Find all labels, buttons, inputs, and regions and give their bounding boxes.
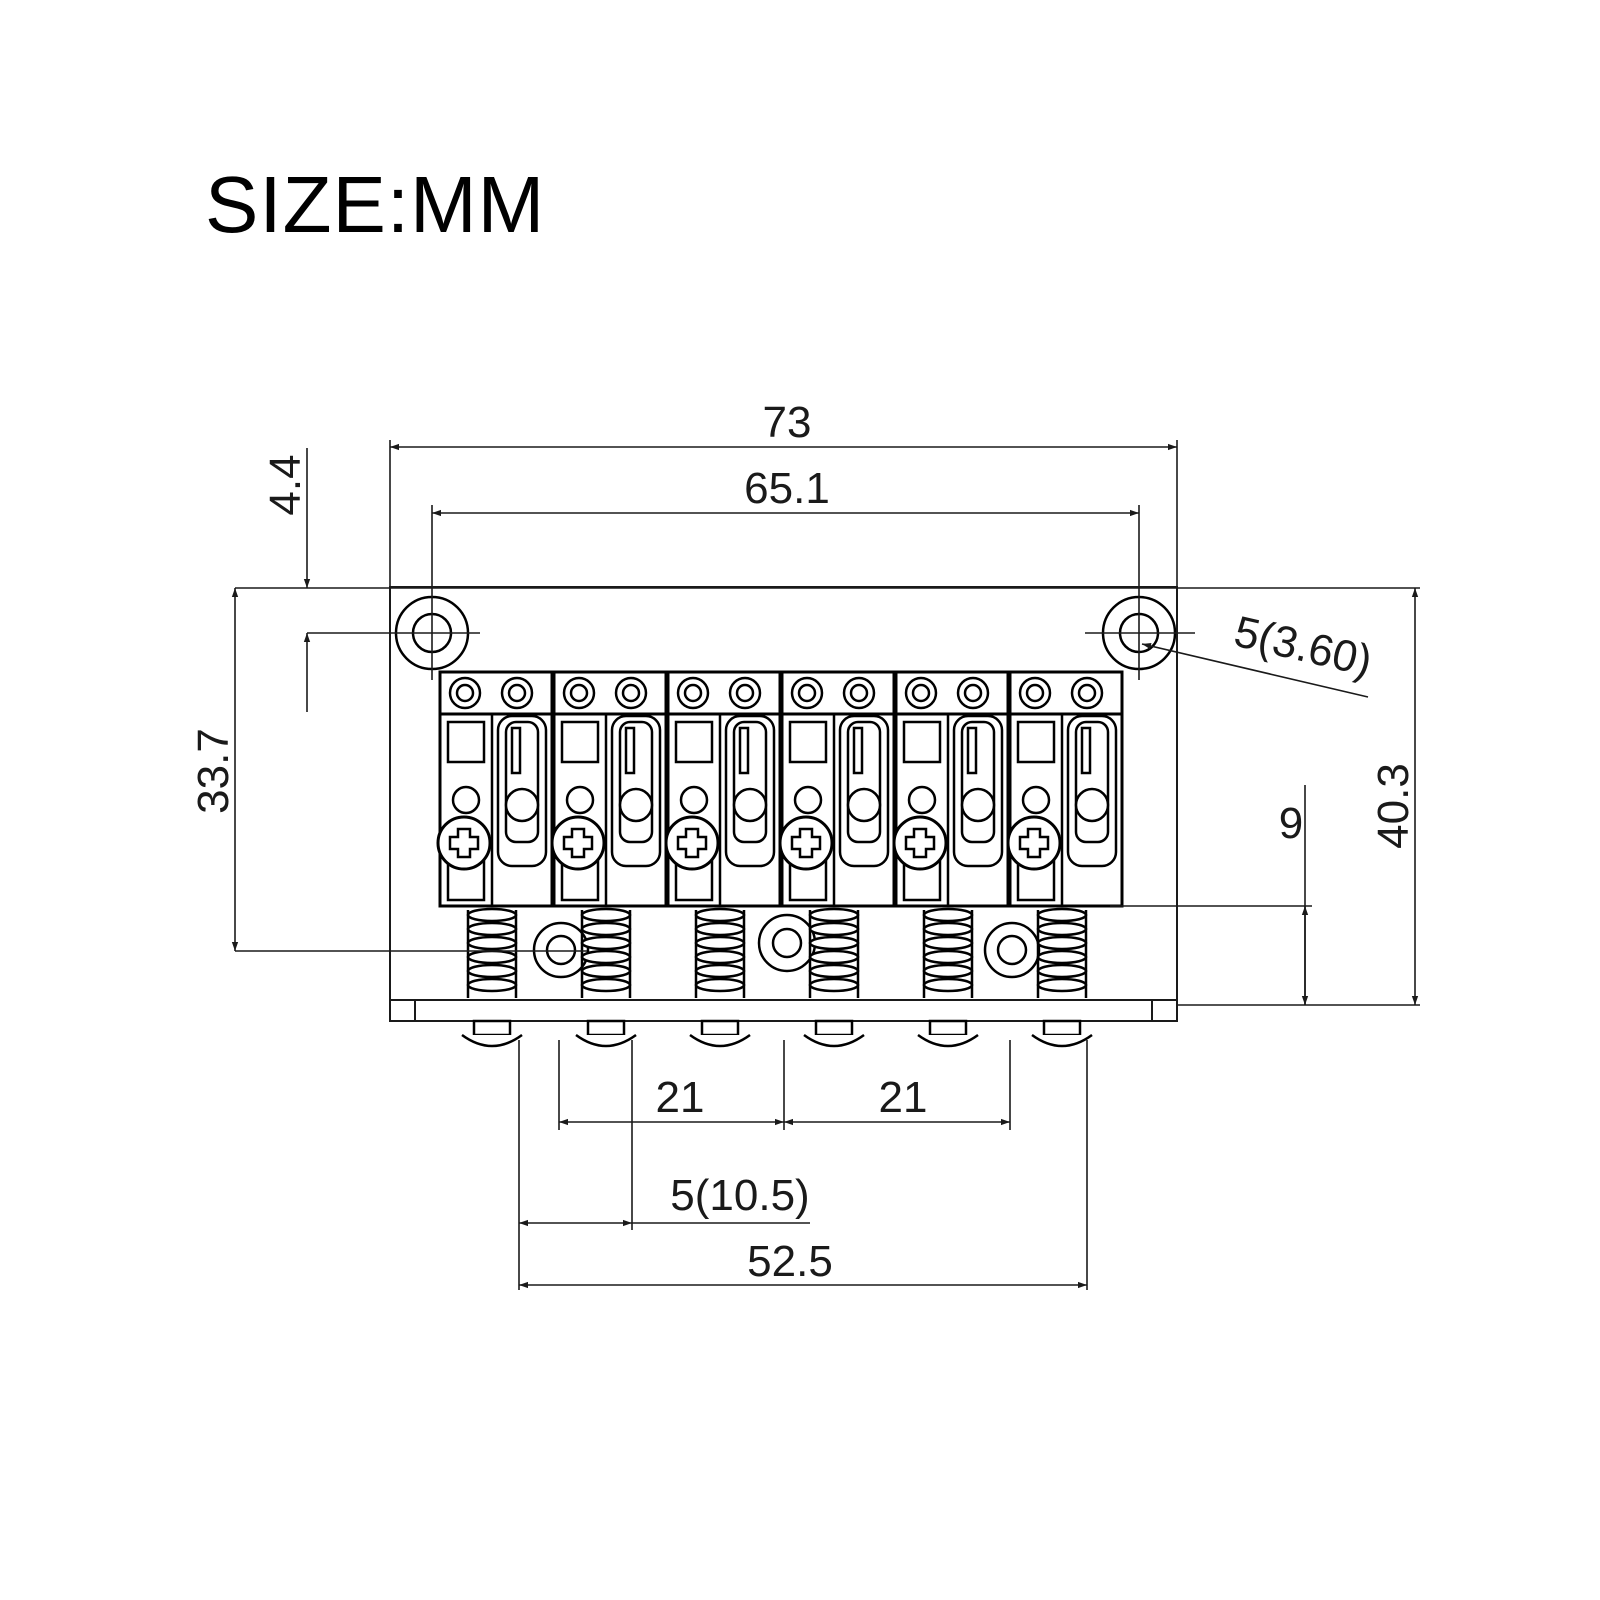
dim-hole-offset: 4.4 bbox=[261, 448, 311, 712]
dim-label-40-3: 40.3 bbox=[1369, 763, 1418, 849]
saddle bbox=[892, 670, 1010, 1048]
spring bbox=[694, 907, 746, 998]
dim-label-73: 73 bbox=[763, 398, 812, 447]
screw-tip bbox=[586, 1019, 626, 1037]
saddles-group bbox=[436, 670, 1124, 1048]
saddle bbox=[778, 670, 896, 1048]
spring bbox=[1036, 907, 1088, 998]
dim-spring-height: 9 bbox=[1110, 785, 1312, 1005]
dim-pitch: 21 21 bbox=[558, 1040, 1011, 1130]
dim-label-65-1: 65.1 bbox=[744, 464, 830, 513]
saddle bbox=[550, 670, 668, 1048]
saddle bbox=[1006, 670, 1124, 1048]
dim-label-9: 9 bbox=[1279, 799, 1303, 848]
dim-label-33-7: 33.7 bbox=[189, 728, 238, 814]
base-screw-holes bbox=[532, 913, 1041, 979]
screw-tip bbox=[1042, 1019, 1082, 1037]
dim-height-screws: 33.7 bbox=[189, 588, 239, 951]
screw-tip bbox=[700, 1019, 740, 1037]
spring bbox=[466, 907, 518, 998]
dim-hole-spacing: 65.1 bbox=[431, 464, 1140, 680]
spring bbox=[808, 907, 860, 998]
dim-label-21-right: 21 bbox=[879, 1073, 928, 1122]
spring bbox=[922, 907, 974, 998]
dim-overall-height: 40.3 bbox=[1177, 588, 1420, 1006]
saddle bbox=[436, 670, 554, 1048]
screw-tip bbox=[928, 1019, 968, 1037]
dim-outer-string-span: 52.5 bbox=[519, 1040, 1088, 1290]
page-title: SIZE:MM bbox=[205, 160, 546, 249]
screw-tip bbox=[472, 1019, 512, 1037]
dim-label-21-left: 21 bbox=[656, 1073, 705, 1122]
dim-label-4-4: 4.4 bbox=[261, 454, 310, 515]
spring bbox=[580, 907, 632, 998]
dim-string-spacing: 5(10.5) bbox=[518, 1040, 810, 1290]
dim-label-5-3-60: 5(3.60) bbox=[1230, 607, 1377, 686]
saddle bbox=[664, 670, 782, 1048]
dim-label-52-5: 52.5 bbox=[747, 1237, 833, 1286]
screw-tip bbox=[814, 1019, 854, 1037]
dim-label-5-10-5: 5(10.5) bbox=[670, 1171, 809, 1220]
